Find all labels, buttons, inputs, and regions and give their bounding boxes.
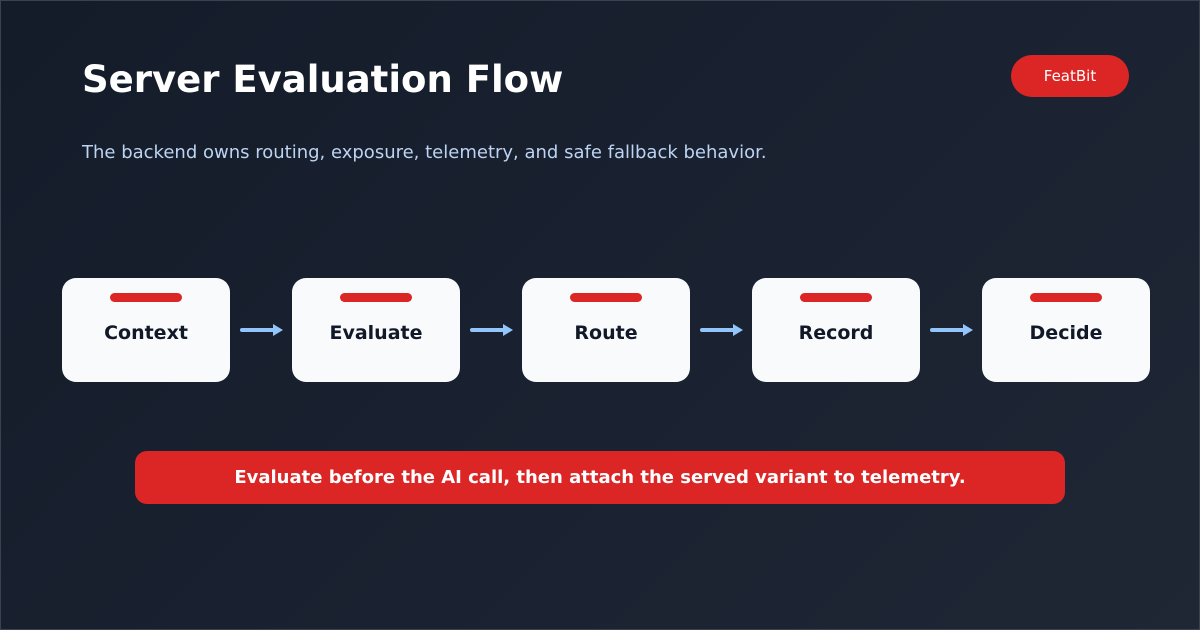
step-label: Decide [1029, 322, 1103, 344]
flow-step-decide: Decide [982, 278, 1150, 382]
page-title: Server Evaluation Flow [82, 58, 564, 101]
step-label: Context [104, 322, 188, 344]
flow-arrow-icon [930, 324, 973, 336]
step-accent-bar [1030, 293, 1102, 302]
step-accent-bar [340, 293, 412, 302]
flow-arrow-icon [240, 324, 283, 336]
flow-arrow-icon [700, 324, 743, 336]
flow-step-route: Route [522, 278, 690, 382]
step-accent-bar [570, 293, 642, 302]
step-label: Evaluate [329, 322, 423, 344]
step-label: Route [574, 322, 638, 344]
step-accent-bar [800, 293, 872, 302]
step-accent-bar [110, 293, 182, 302]
flow-step-record: Record [752, 278, 920, 382]
flow-step-evaluate: Evaluate [292, 278, 460, 382]
flow-arrow-icon [470, 324, 513, 336]
page-subtitle: The backend owns routing, exposure, tele… [82, 142, 767, 163]
flow-step-context: Context [62, 278, 230, 382]
step-label: Record [798, 322, 874, 344]
callout-banner: Evaluate before the AI call, then attach… [135, 451, 1065, 504]
brand-badge: FeatBit [1011, 55, 1129, 97]
